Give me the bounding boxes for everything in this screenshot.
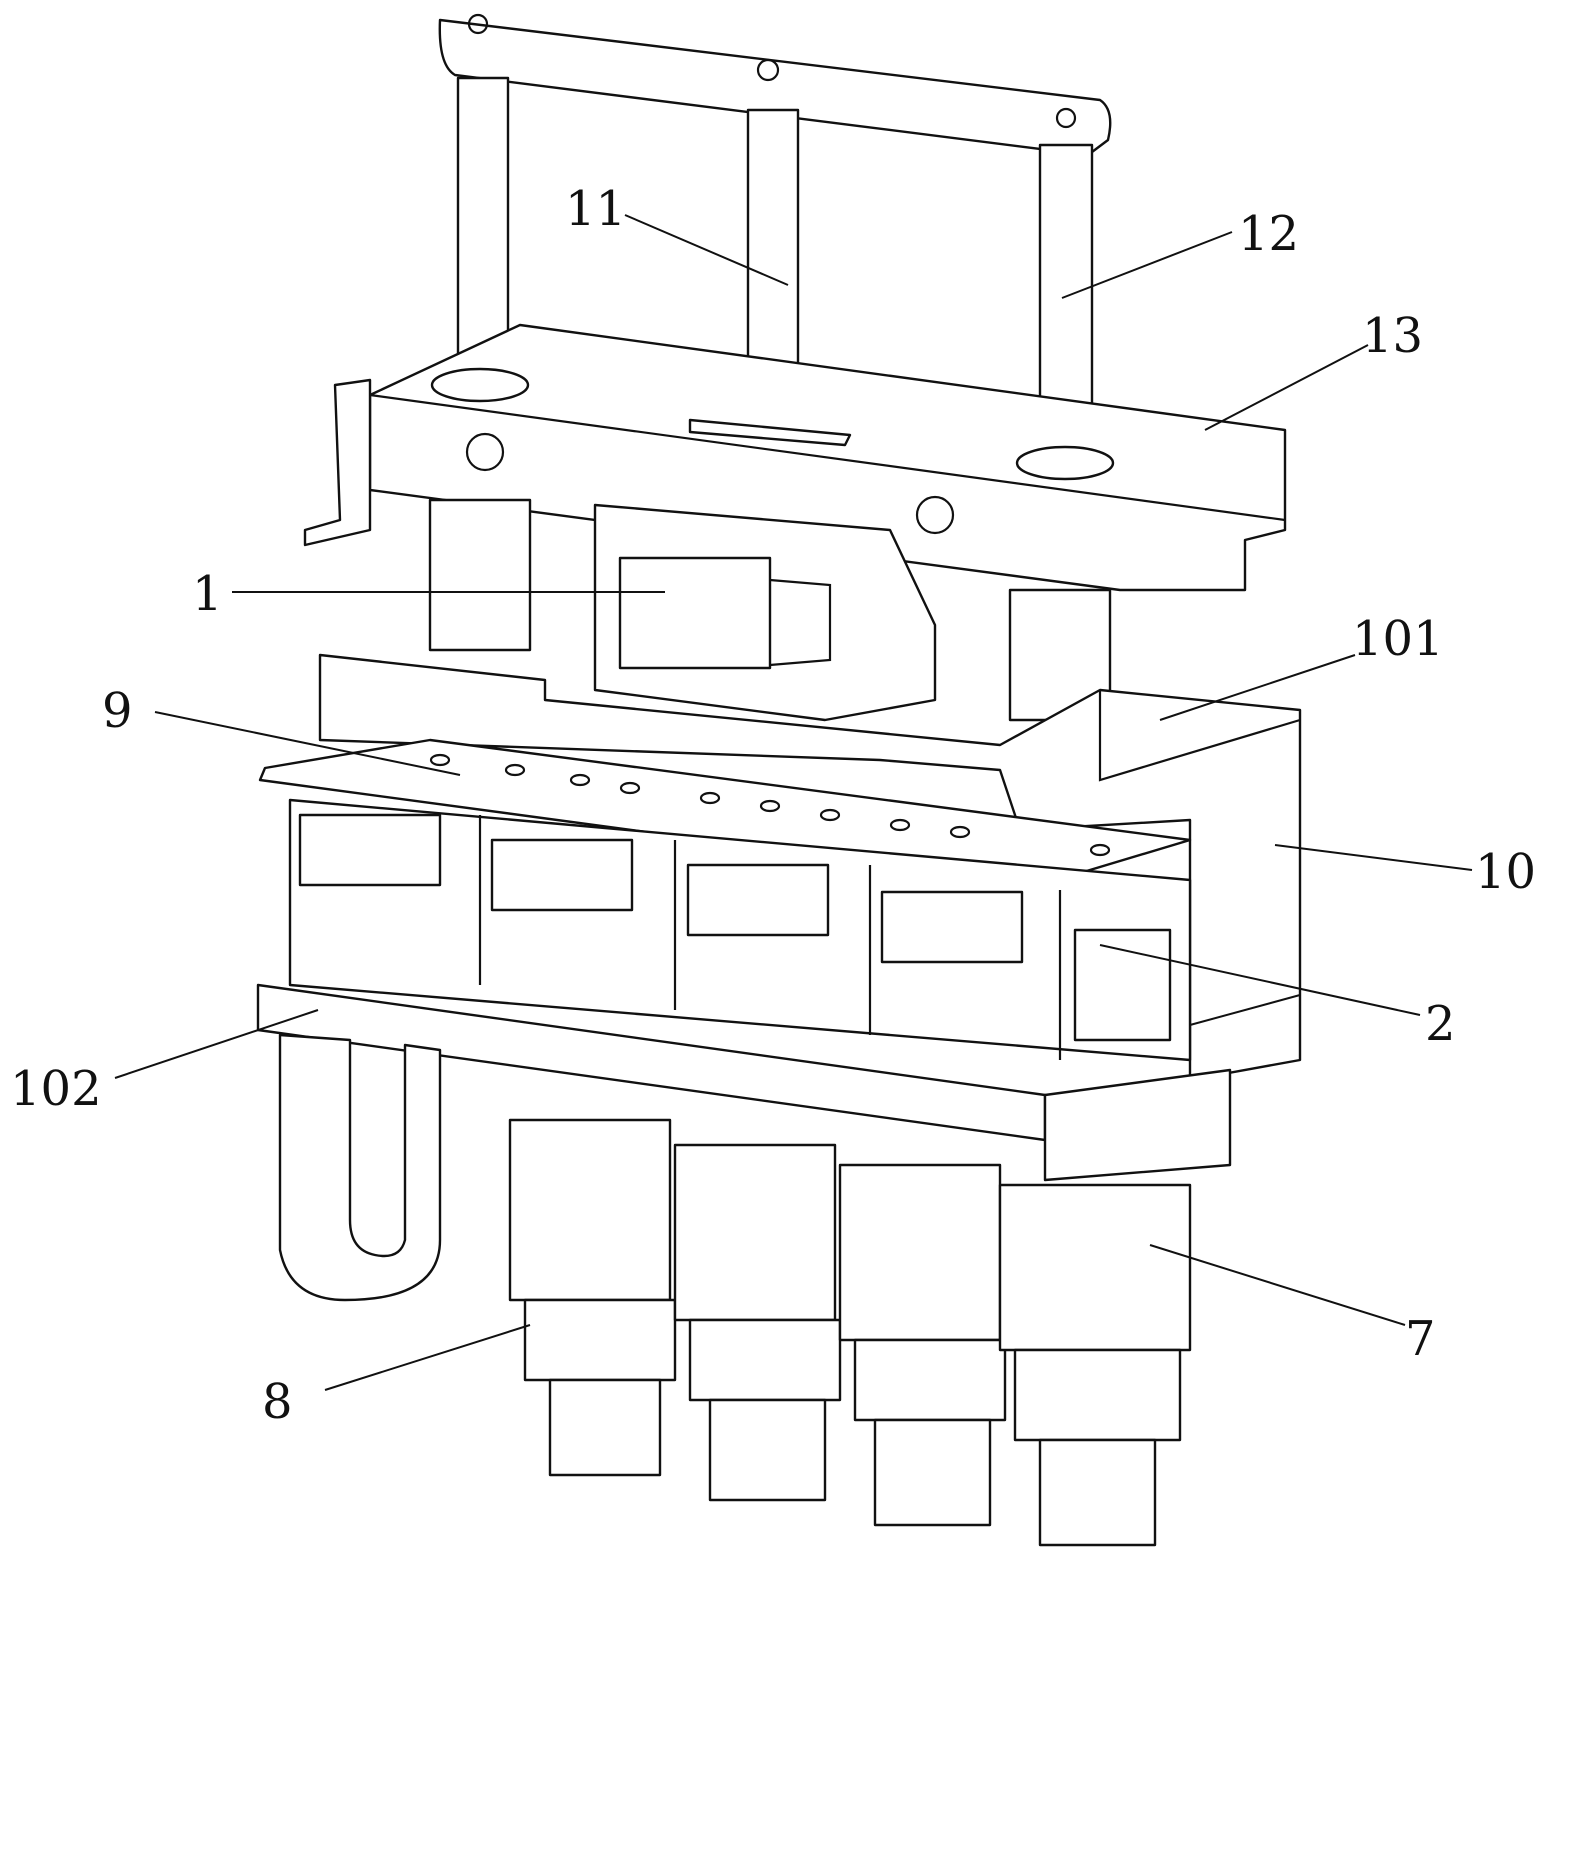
label-101: 101 bbox=[1352, 611, 1444, 667]
plate-9 bbox=[258, 738, 1192, 887]
label-2: 2 bbox=[1425, 996, 1456, 1052]
label-1: 1 bbox=[192, 566, 223, 622]
label-10: 10 bbox=[1475, 844, 1536, 900]
cylinders-7 bbox=[508, 1118, 1192, 1547]
motor-1 bbox=[593, 503, 937, 722]
label-7: 7 bbox=[1405, 1311, 1436, 1367]
top-crossbar bbox=[438, 13, 1112, 157]
label-9: 9 bbox=[102, 683, 133, 739]
label-8: 8 bbox=[262, 1374, 293, 1430]
label-12: 12 bbox=[1238, 206, 1299, 262]
gear-block bbox=[1043, 1068, 1232, 1182]
base-block-10 bbox=[318, 653, 1302, 1082]
label-13: 13 bbox=[1362, 308, 1423, 364]
leader-lines bbox=[114, 214, 1473, 1391]
top-plate-13 bbox=[303, 323, 1287, 592]
left-cylinder bbox=[428, 498, 532, 652]
module-row-2 bbox=[288, 798, 1192, 1062]
label-102: 102 bbox=[10, 1061, 102, 1117]
label-11: 11 bbox=[565, 181, 626, 237]
u-handle bbox=[278, 1033, 442, 1302]
